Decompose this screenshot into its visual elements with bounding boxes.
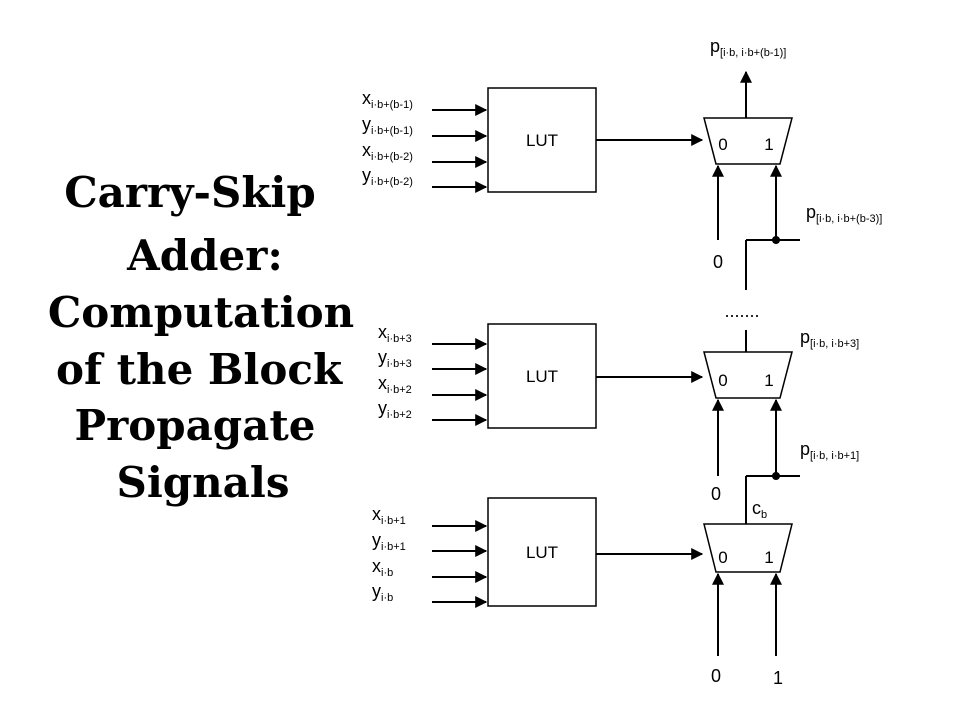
const-bot-1: 1: [773, 668, 783, 688]
mux-mid-in1: 1: [764, 371, 773, 390]
input-top-2: yi·b+(b-1): [362, 114, 413, 137]
p-mid-out-label: p[i·b, i·b+3]: [800, 327, 859, 350]
mux-top-in1: 1: [764, 135, 773, 154]
input-mid-1: xi·b+3: [378, 322, 412, 345]
mux-bot-in1: 1: [764, 548, 773, 567]
lut-mid-label: LUT: [526, 367, 558, 386]
title-line-2: Adder:: [126, 231, 283, 280]
title-line-6: Signals: [116, 458, 289, 507]
title-line-3: Computation: [48, 288, 354, 337]
input-bot-4: yi·b: [372, 581, 393, 604]
const-mid-0: 0: [711, 484, 721, 504]
mux-mid: [703, 351, 793, 399]
mux-bot-in0: 0: [718, 548, 727, 567]
const-top-0: 0: [713, 252, 723, 272]
junction-top: [772, 236, 780, 244]
lut-top: [487, 87, 597, 193]
mux-mid-in0: 0: [718, 371, 727, 390]
title-line-1: Carry-Skip: [64, 168, 316, 217]
input-bot-3: xi·b: [372, 556, 393, 579]
junction-mid: [772, 472, 780, 480]
title-line-5: Propagate: [74, 401, 315, 450]
input-mid-4: yi·b+2: [378, 398, 412, 421]
input-top-1: xi·b+(b-1): [362, 88, 413, 111]
p-out-top-label: p[i·b, i·b+(b-1)]: [710, 36, 786, 59]
input-mid-3: xi·b+2: [378, 373, 412, 396]
inputs-top: xi·b+(b-1) yi·b+(b-1) xi·b+(b-2) yi·b+(b…: [362, 88, 488, 193]
const-bot-0: 0: [711, 666, 721, 686]
lut-top-label: LUT: [526, 131, 558, 150]
p-top-feed-label: p[i·b, i·b+(b-3)]: [806, 202, 882, 225]
lut-bot-label: LUT: [526, 543, 558, 562]
input-top-4: yi·b+(b-2): [362, 165, 413, 188]
input-mid-2: yi·b+3: [378, 347, 412, 370]
inputs-bot: xi·b+1 yi·b+1 xi·b yi·b: [372, 504, 488, 608]
carry-label: cb: [752, 498, 767, 521]
input-top-3: xi·b+(b-2): [362, 140, 413, 163]
input-bot-1: xi·b+1: [372, 504, 406, 527]
inputs-mid: xi·b+3 yi·b+3 xi·b+2 yi·b+2: [378, 322, 488, 426]
mux-bot: [703, 523, 793, 573]
ellipsis: .......: [724, 301, 759, 321]
lut-bot: [487, 497, 597, 607]
title-line-4: of the Block: [56, 345, 343, 394]
lut-mid: [487, 323, 597, 429]
slide-title: Carry-Skip Adder: Computation of the Blo…: [48, 168, 354, 507]
input-bot-2: yi·b+1: [372, 530, 406, 553]
mux-top: [703, 117, 793, 165]
mux-top-in0: 0: [718, 135, 727, 154]
p-bot-out-label: p[i·b, i·b+1]: [800, 439, 859, 462]
